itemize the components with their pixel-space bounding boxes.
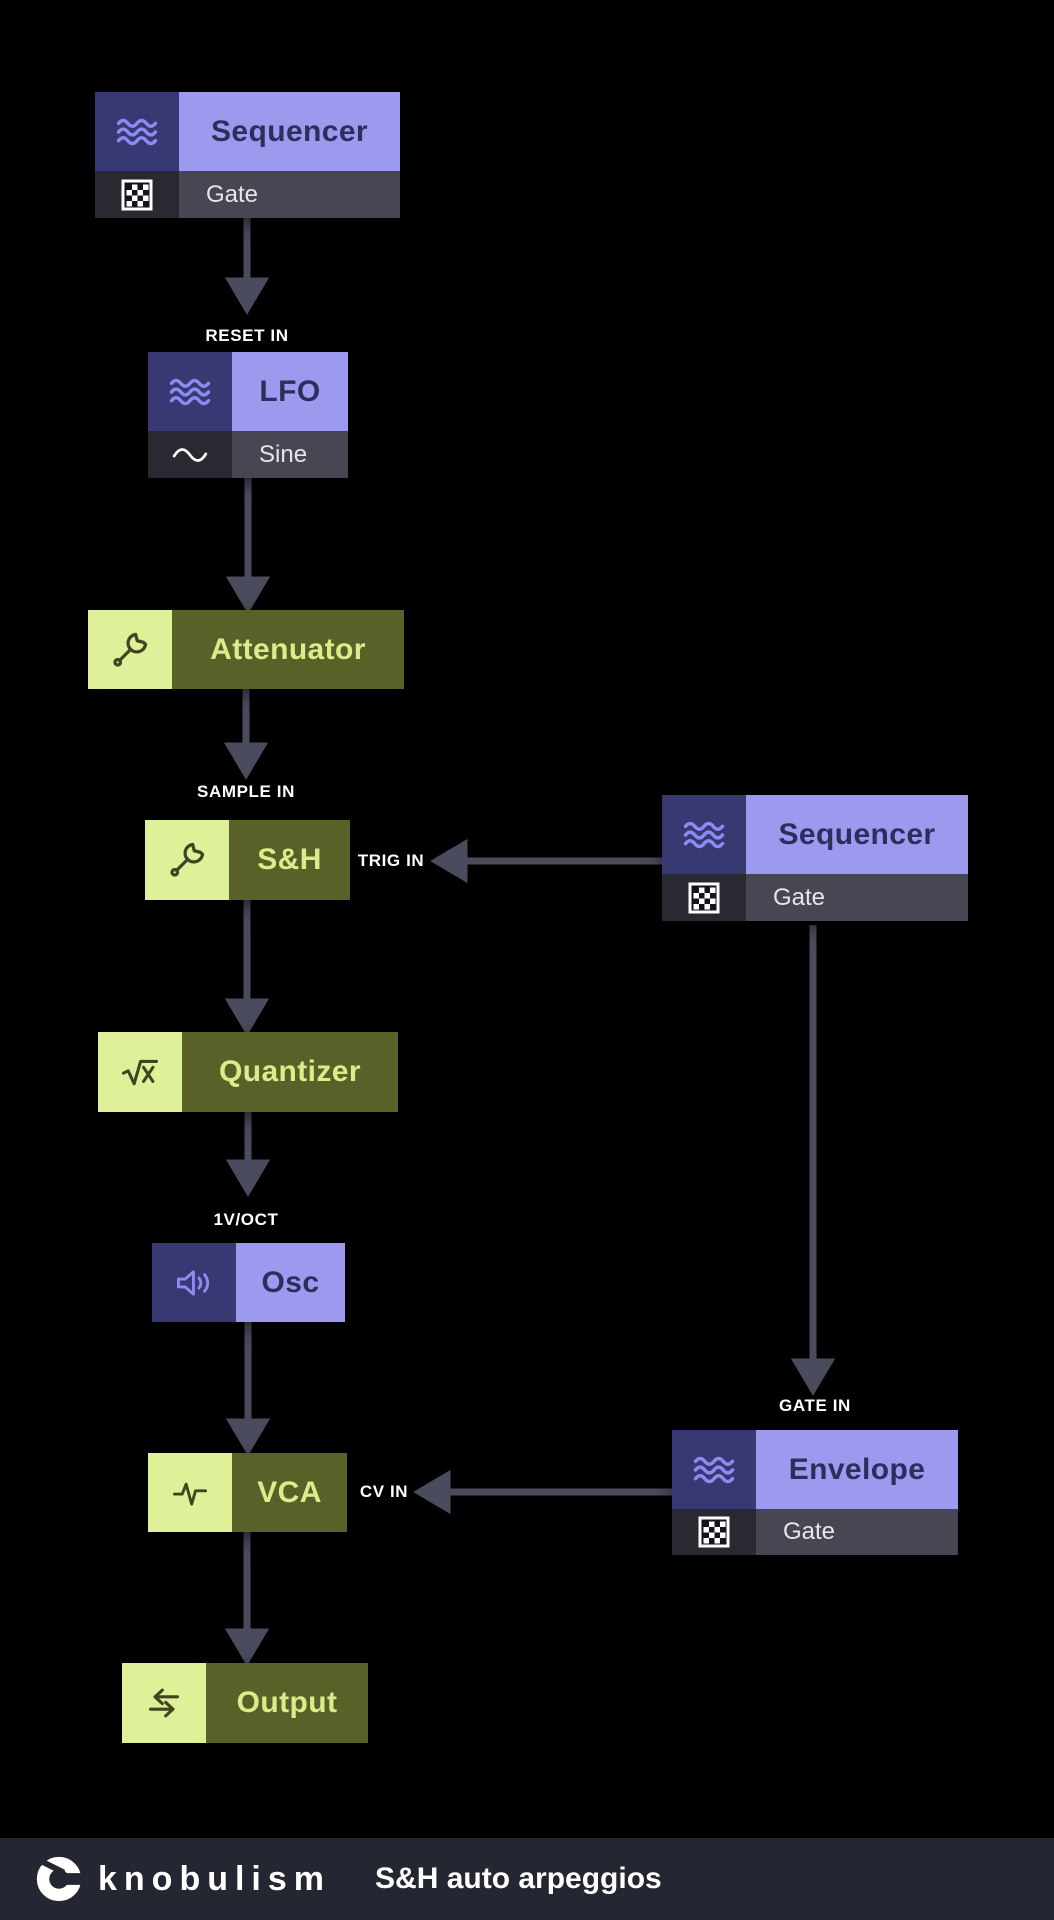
node-subtitle: Gate (756, 1509, 958, 1555)
node-envelope[interactable]: Envelope Gate (672, 1430, 958, 1555)
port-label-1v-oct: 1V/OCT (213, 1210, 279, 1229)
port-label-gate-in: GATE IN (779, 1396, 851, 1415)
node-title: Sequencer (746, 795, 968, 874)
knobulism-logo-icon (36, 1856, 83, 1902)
node-sequencer-right[interactable]: Sequencer Gate (662, 795, 968, 921)
wave-icon (95, 92, 179, 171)
node-sample-hold[interactable]: S&H (145, 820, 350, 900)
port-label-sample-in: SAMPLE IN (197, 782, 295, 801)
arrowhead-down-icon (225, 1159, 271, 1197)
arrowhead-down-icon (224, 998, 270, 1036)
arrowhead-down-icon (224, 1628, 270, 1666)
node-vca[interactable]: VCA (148, 1453, 347, 1532)
diagram-title: S&H auto arpeggios (375, 1862, 662, 1895)
gate-pattern-icon (662, 874, 746, 921)
wrench-icon (145, 820, 229, 900)
footer-bar: knobulism S&H auto arpeggios (0, 1838, 1054, 1920)
port-label-cv-in: CV IN (359, 1482, 409, 1501)
node-subtitle: Gate (179, 171, 400, 218)
node-title: Sequencer (179, 92, 400, 171)
arrowhead-left-icon (413, 1469, 451, 1515)
node-title: Output (206, 1663, 368, 1743)
gate-pattern-icon (672, 1509, 756, 1555)
node-title: S&H (229, 820, 350, 900)
node-quantizer[interactable]: Quantizer (98, 1032, 398, 1112)
node-title: Quantizer (182, 1032, 398, 1112)
port-label-reset-in: RESET IN (205, 326, 289, 345)
node-sequencer-top[interactable]: Sequencer Gate (95, 92, 400, 218)
port-label-trig-in: TRIG IN (357, 851, 425, 870)
pulse-icon (148, 1453, 232, 1532)
wave-icon (148, 352, 232, 431)
node-title: Attenuator (172, 610, 404, 689)
brand-name: knobulism (98, 1859, 332, 1898)
gate-pattern-icon (95, 171, 179, 218)
node-subtitle: Gate (746, 874, 968, 921)
node-title: VCA (232, 1453, 347, 1532)
sine-icon (148, 431, 232, 478)
arrowhead-down-icon (224, 277, 270, 315)
wrench-icon (88, 610, 172, 689)
sqrt-icon (98, 1032, 182, 1112)
node-osc[interactable]: Osc (152, 1243, 345, 1322)
node-title: Osc (236, 1243, 345, 1322)
arrowhead-down-icon (790, 1358, 836, 1396)
arrowhead-down-icon (223, 742, 269, 780)
arrowhead-down-icon (225, 1418, 271, 1456)
node-output[interactable]: Output (122, 1663, 368, 1743)
swap-arrows-icon (122, 1663, 206, 1743)
wave-icon (672, 1430, 756, 1509)
wave-icon (662, 795, 746, 874)
node-attenuator[interactable]: Attenuator (88, 610, 404, 689)
node-lfo[interactable]: LFO Sine (148, 352, 348, 478)
node-subtitle: Sine (232, 431, 348, 478)
node-title: LFO (232, 352, 348, 431)
speaker-icon (152, 1243, 236, 1322)
arrowhead-left-icon (430, 838, 468, 884)
arrowhead-down-icon (225, 576, 271, 614)
node-title: Envelope (756, 1430, 958, 1509)
